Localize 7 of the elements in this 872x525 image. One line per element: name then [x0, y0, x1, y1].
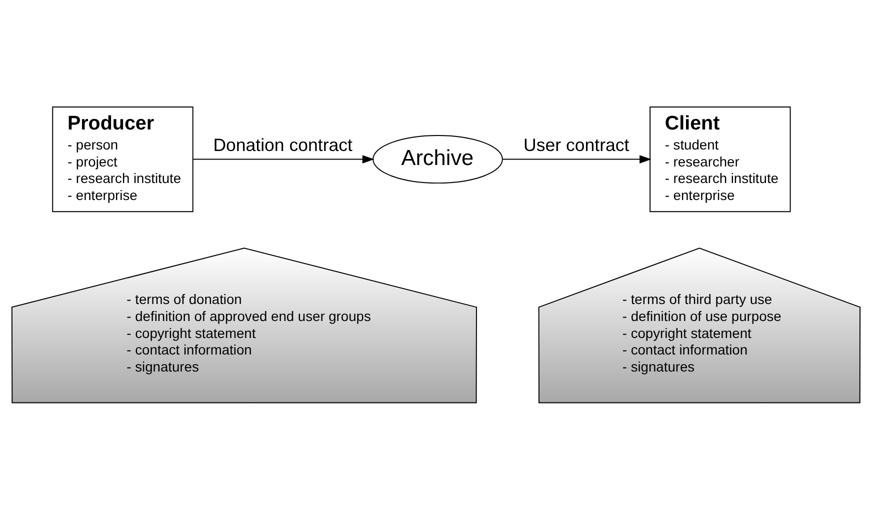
edge-label: User contract: [524, 134, 630, 154]
node-box: Producer - person - project - research institute - enterprise: [52, 106, 194, 212]
node-box: Client - student - researcher - research institute - enterprise: [650, 106, 791, 212]
arrow: [192, 154, 374, 163]
edge-label: Donation contract: [213, 134, 352, 154]
arrow: [502, 154, 652, 163]
node-ellipse: Archive: [372, 134, 503, 184]
